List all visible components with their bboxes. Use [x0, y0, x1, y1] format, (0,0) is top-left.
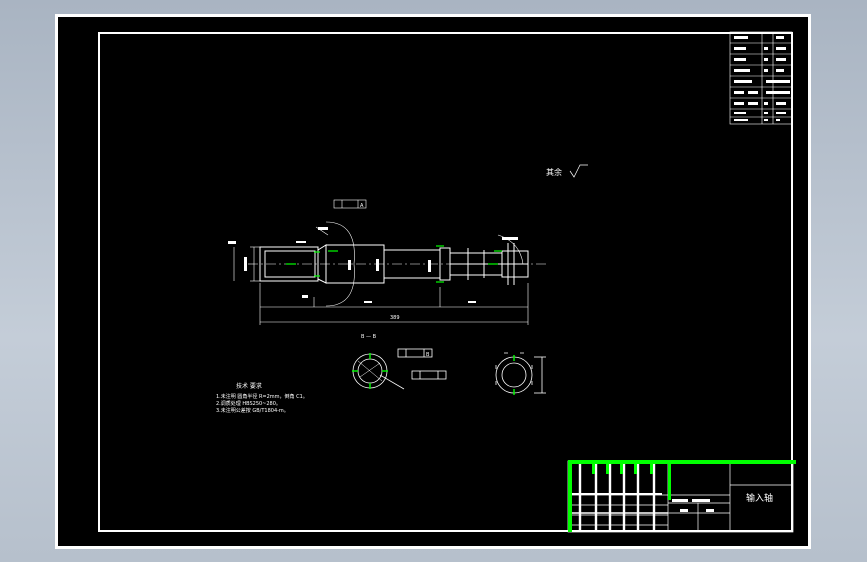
roughness-note: 其余 — [546, 167, 562, 177]
drawing-sheet: 其余 — [55, 14, 811, 549]
datum-a-label: A — [360, 203, 364, 209]
tech-req-line-1: 1.未注明 圆角半径 R=2mm，倒角 C1。 — [216, 393, 308, 400]
roughness-symbol — [569, 164, 588, 178]
overall-length: 389 — [390, 315, 400, 321]
shaft-main-view — [248, 243, 548, 285]
spline-end-view — [495, 352, 546, 394]
cad-drawing: 其余 — [216, 31, 796, 533]
tech-req-title: 技术 要求 — [236, 382, 262, 390]
green-centre-marks — [286, 245, 502, 283]
tolerance-frame-top — [333, 199, 367, 209]
datum-b-label: B — [426, 352, 430, 358]
drawing-frame — [98, 32, 793, 532]
title-block-marks — [572, 493, 714, 512]
parameter-table-marks — [734, 36, 790, 121]
dimension-labels — [228, 227, 518, 303]
title-block-grid — [568, 463, 668, 532]
parameter-table — [729, 31, 793, 125]
section-view-left — [352, 348, 447, 390]
dimension-arcs — [233, 221, 529, 325]
part-name: 输入轴 — [746, 492, 773, 504]
section-hatching — [352, 353, 388, 389]
tech-req-line-3: 3.未注明公差按 GB/T1804-m。 — [216, 407, 289, 414]
tech-req-line-2: 2.调质处理 HBS250~280。 — [216, 400, 281, 407]
title-block-accent — [568, 460, 796, 532]
section-label: B — B — [361, 334, 377, 340]
